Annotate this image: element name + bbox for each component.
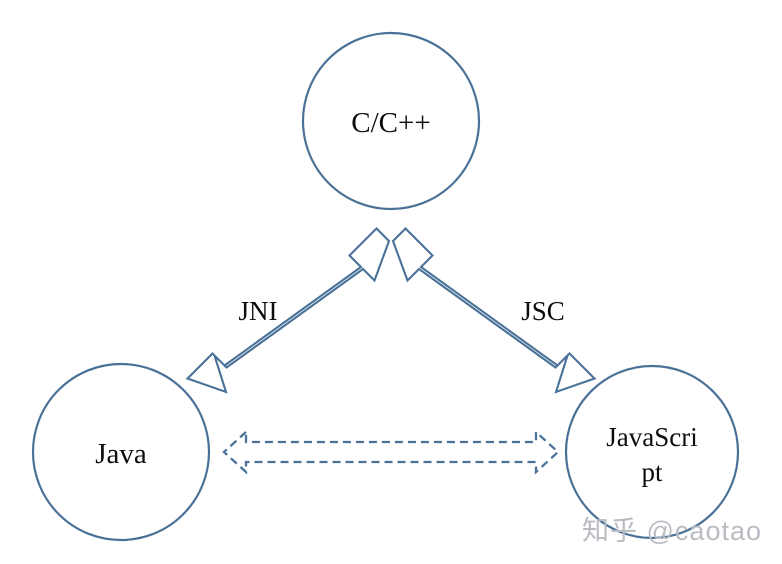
edge-java-javascript-shape [222, 429, 560, 475]
edge-jsc-label: JSC [521, 296, 565, 326]
edge-jsc-shape [391, 227, 597, 394]
edge-java-javascript [222, 429, 560, 475]
edge-jni-label: JNI [239, 296, 278, 326]
node-javascript-label-line2: pt [641, 457, 663, 487]
edge-jni-shape [185, 227, 391, 394]
node-java-circle[interactable] [31, 362, 211, 542]
node-cpp-circle[interactable] [301, 31, 481, 211]
node-javascript[interactable]: JavaScri pt [564, 364, 740, 540]
node-javascript-circle[interactable] [564, 364, 740, 540]
node-java-label: Java [95, 438, 147, 470]
node-java[interactable]: Java [31, 362, 211, 542]
node-cpp[interactable]: C/C++ [301, 31, 481, 211]
edge-jsc: JSC [391, 227, 597, 394]
node-cpp-label: C/C++ [351, 107, 430, 139]
edge-jni: JNI [185, 227, 391, 394]
node-javascript-label-line1: JavaScri [606, 422, 697, 452]
watermark: 知乎 @caotao [582, 516, 762, 546]
